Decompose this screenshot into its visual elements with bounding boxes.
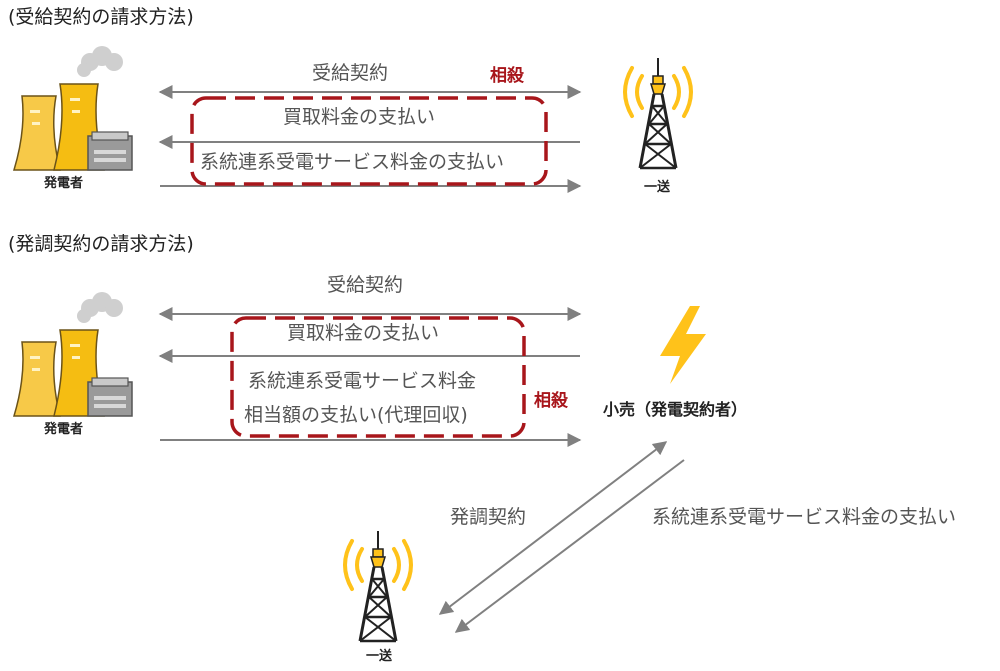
service-fee-diagonal-label: 系統連系受電サービス料金の支払い	[652, 506, 957, 528]
retailer-label: 小売（発電契約者）	[603, 400, 748, 419]
balancing-contract-arrow	[438, 441, 668, 615]
offset-dashed-box	[230, 316, 526, 438]
transmission-tower-icon	[343, 529, 413, 643]
arrow-label-service-fee-proxy: 相当額の支払い(代理回収)	[244, 404, 468, 426]
arrow-label-service-fee: 系統連系受電サービス料金	[248, 370, 477, 392]
offset-label: 相殺	[534, 391, 568, 411]
section2-title: (発調契約の請求方法)	[8, 233, 194, 255]
service-fee-diagonal-arrow	[454, 459, 685, 633]
section2-diagram	[13, 291, 706, 643]
tso-label: 一送	[644, 180, 671, 195]
transmission-tower-icon	[623, 56, 693, 170]
arrow-label-purchase: 買取料金の支払い	[283, 106, 436, 128]
offset-label: 相殺	[490, 66, 524, 86]
balancing-contract-label: 発調契約	[450, 506, 527, 528]
power-plant-icon	[13, 45, 133, 171]
arrow-label-contract: 受給契約	[312, 62, 389, 84]
section1-title: (受給契約の請求方法)	[8, 6, 194, 28]
offset-dashed-box	[190, 96, 548, 186]
section1-diagram	[13, 45, 693, 193]
lightning-bolt-icon	[660, 306, 706, 384]
arrow-label-purchase: 買取料金の支払い	[287, 322, 440, 344]
generator-label: 発電者	[44, 422, 84, 437]
tso-label: 一送	[366, 649, 393, 664]
arrow-label-service-fee: 系統連系受電サービス料金の支払い	[200, 151, 505, 173]
power-plant-icon	[13, 291, 133, 417]
arrow-label-contract: 受給契約	[327, 274, 404, 296]
generator-label: 発電者	[44, 176, 84, 191]
